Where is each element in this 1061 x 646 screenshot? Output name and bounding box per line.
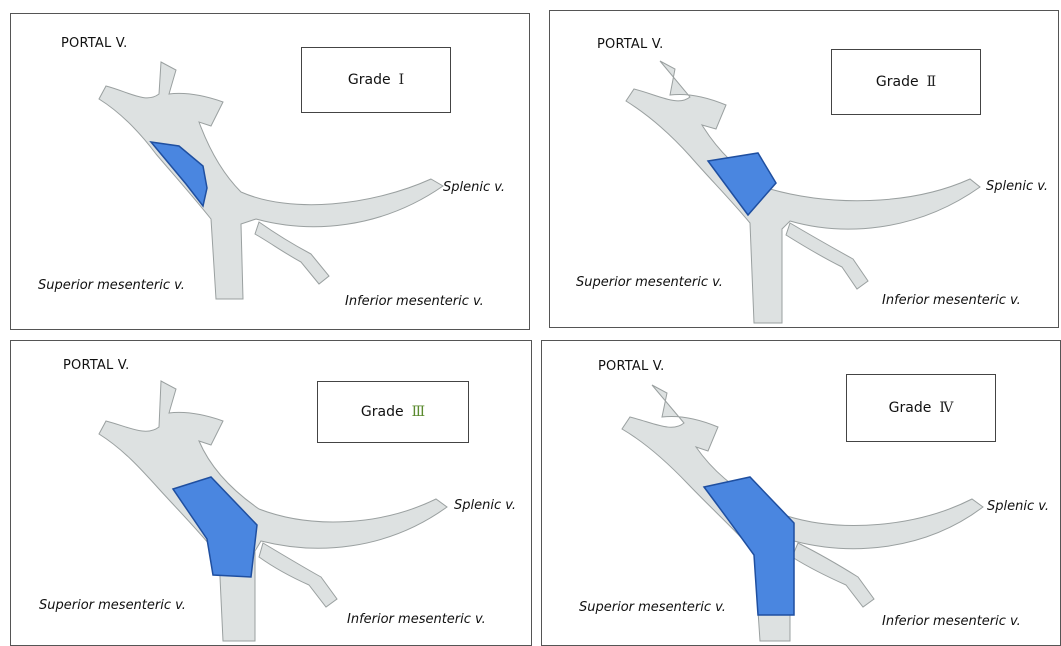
splenic-vein-label: Splenic v. — [454, 498, 516, 513]
splenic-vein-label: Splenic v. — [987, 499, 1049, 514]
superior-mesenteric-vein-label: Superior mesenteric v. — [38, 278, 185, 293]
splenic-vein-label: Splenic v. — [443, 180, 505, 195]
splenic-vein-label: Splenic v. — [986, 179, 1048, 194]
grade-3-panel: PORTAL V. Grade Ⅲ Splenic v. Superior me… — [10, 340, 532, 646]
grade-word: Grade — [361, 404, 404, 420]
grade-label-box: Grade Ⅳ — [846, 374, 996, 442]
grade-word: Grade — [348, 72, 391, 88]
grade-number: Ⅲ — [412, 404, 426, 420]
inferior-mesenteric-vein-label: Inferior mesenteric v. — [882, 614, 1021, 629]
thrombus — [173, 477, 257, 577]
portal-vein-label: PORTAL V. — [63, 358, 130, 373]
grade-1-panel: PORTAL V. Grade Ⅰ Splenic v. Superior me… — [10, 13, 530, 330]
superior-mesenteric-vein-label: Superior mesenteric v. — [39, 598, 186, 613]
inferior-mesenteric-vein-label: Inferior mesenteric v. — [345, 294, 484, 309]
grade-number: Ⅰ — [399, 72, 405, 88]
grade-word: Grade — [876, 74, 919, 90]
grade-label-box: Grade Ⅰ — [301, 47, 451, 113]
portal-vein-label: PORTAL V. — [61, 36, 128, 51]
portal-vein-label: PORTAL V. — [597, 37, 664, 52]
grade-number: Ⅳ — [939, 400, 953, 416]
inferior-mesenteric-vein-label: Inferior mesenteric v. — [882, 293, 1021, 308]
grade-number: Ⅱ — [927, 74, 937, 90]
superior-mesenteric-vein-label: Superior mesenteric v. — [576, 275, 723, 290]
grade-label-box: Grade Ⅱ — [831, 49, 981, 115]
inferior-mesenteric-vein — [792, 543, 874, 607]
grade-word: Grade — [889, 400, 932, 416]
thrombus — [704, 477, 794, 615]
superior-mesenteric-vein-label: Superior mesenteric v. — [579, 600, 726, 615]
inferior-mesenteric-vein — [786, 223, 868, 289]
inferior-mesenteric-vein — [255, 222, 329, 284]
inferior-mesenteric-vein — [259, 543, 337, 607]
portal-vein-label: PORTAL V. — [598, 359, 665, 374]
inferior-mesenteric-vein-label: Inferior mesenteric v. — [347, 612, 486, 627]
grade-label-box: Grade Ⅲ — [317, 381, 469, 443]
grade-2-panel: PORTAL V. Grade Ⅱ Splenic v. Superior me… — [549, 10, 1059, 328]
grade-4-panel: PORTAL V. Grade Ⅳ Splenic v. Superior me… — [541, 340, 1061, 646]
